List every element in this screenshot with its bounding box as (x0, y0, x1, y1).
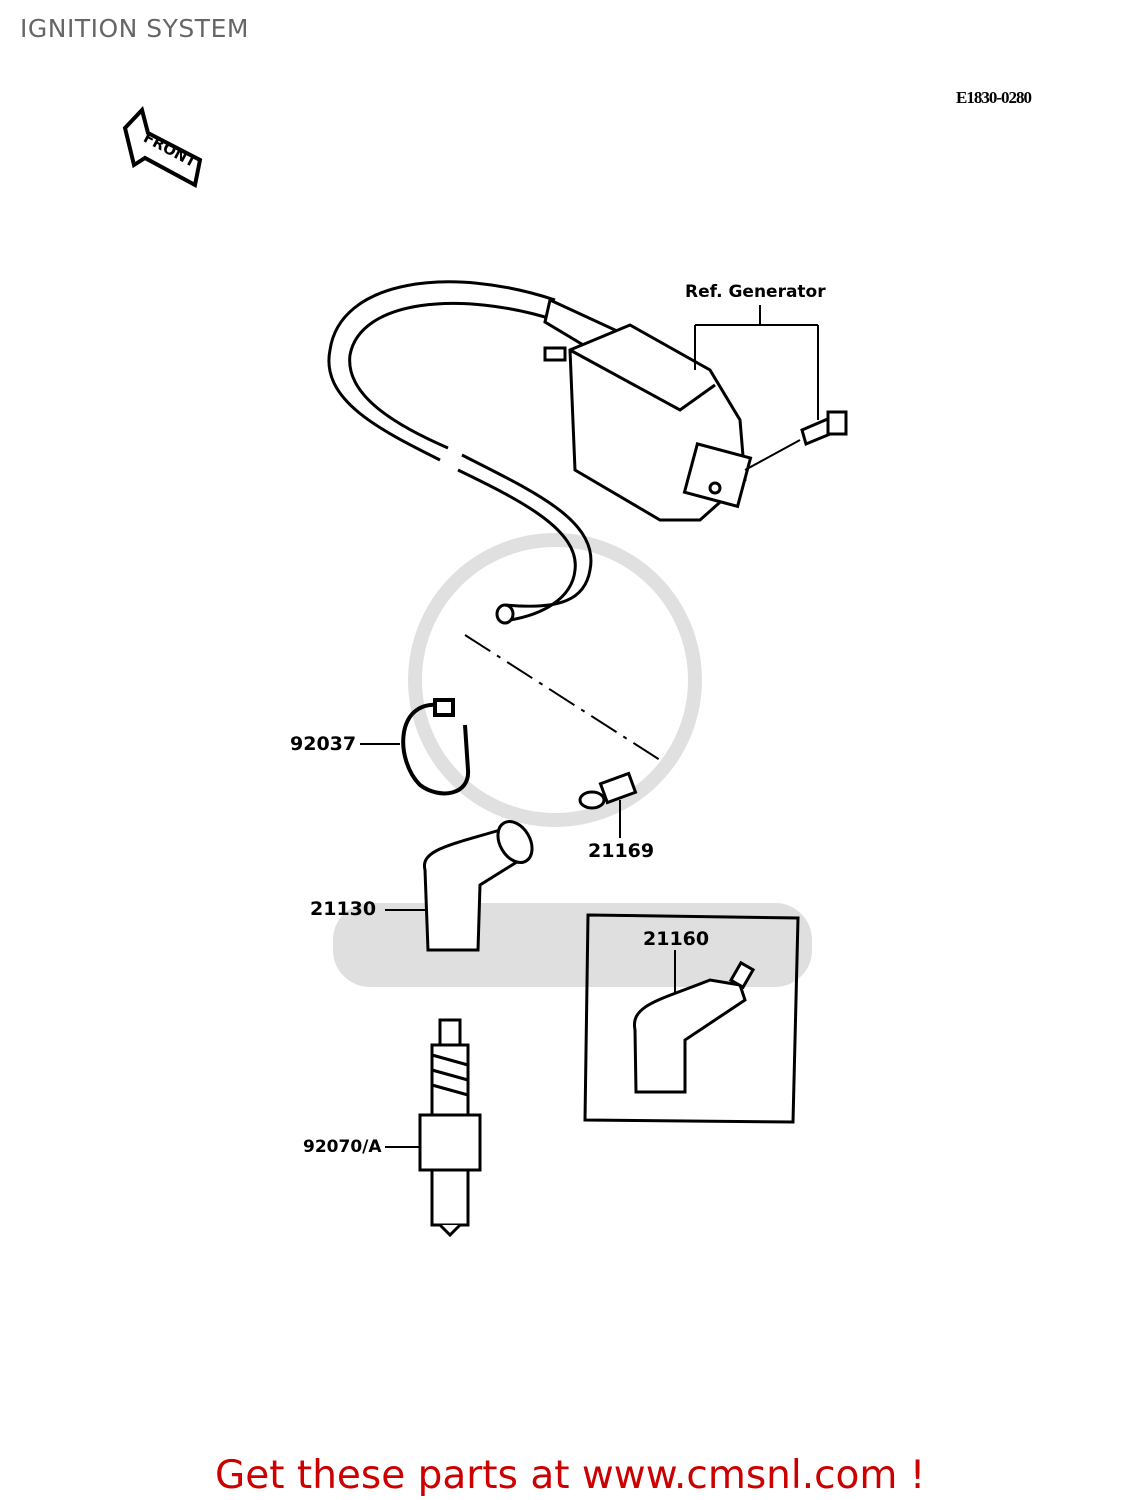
clamp-92037 (401, 698, 471, 796)
shop-link-banner[interactable]: Get these parts at www.cmsnl.com ! (215, 1453, 926, 1498)
label-21169: 21169 (588, 840, 655, 862)
label-ref-generator: Ref. Generator (685, 282, 826, 302)
diagram-code: E1830-0280 (956, 88, 1032, 107)
coil-bolt (800, 410, 848, 447)
alt-part-box (583, 913, 800, 1124)
leader-lines (360, 305, 819, 1148)
terminal-21169 (578, 771, 638, 810)
ignition-coil (543, 297, 753, 522)
spark-plug-92070 (418, 1018, 482, 1238)
label-92070a: 92070/A (303, 1137, 382, 1157)
front-arrow-icon: FRONT (122, 106, 203, 189)
label-21160: 21160 (643, 928, 710, 950)
page-title: IGNITION SYSTEM (20, 14, 249, 43)
watermark-logo (333, 533, 812, 987)
label-92037: 92037 (290, 733, 357, 755)
label-21130: 21130 (310, 898, 377, 920)
plug-cap-21130 (422, 820, 534, 952)
hv-cable (327, 280, 593, 625)
plug-cap-21160 (632, 960, 756, 1094)
